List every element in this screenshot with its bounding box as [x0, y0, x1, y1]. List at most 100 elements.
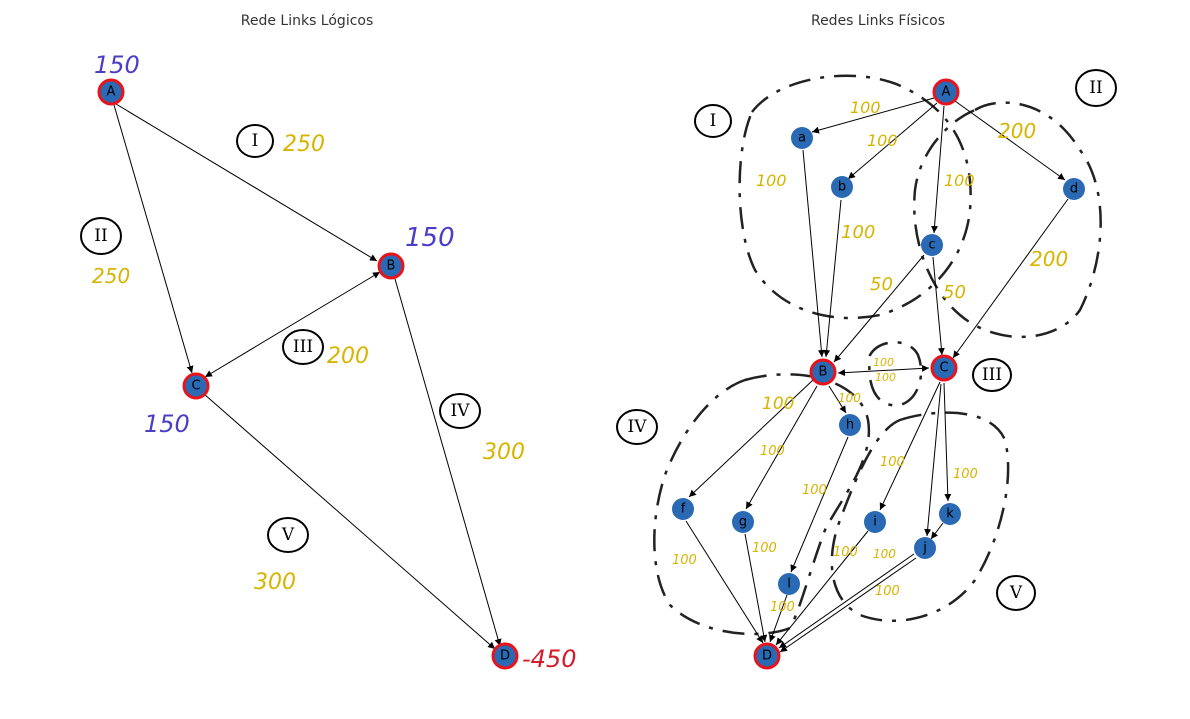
node-h-label: h [846, 418, 854, 433]
node-A-label: A [942, 85, 951, 100]
group-III-label: III [293, 337, 313, 357]
node-a: a [791, 127, 813, 149]
cap-I: 250 [283, 132, 325, 157]
cap-c-C: 50 [943, 282, 966, 303]
group-IV-label: IV [628, 417, 648, 437]
cap-j-D: 100 [875, 584, 900, 599]
edge-c-B [833, 254, 925, 363]
cap-B-h: 100 [838, 391, 861, 405]
node-k: k [939, 503, 961, 525]
edge-l-D [769, 594, 788, 643]
node-c-label: c [928, 238, 935, 253]
node-d-label: d [1070, 182, 1078, 197]
group-II-label: II [94, 226, 107, 246]
edge-g-D [744, 533, 768, 643]
cap-B-g: 100 [760, 444, 785, 459]
node-j: j [914, 537, 936, 559]
edge-k-j [930, 522, 944, 540]
node-d: d [1063, 178, 1085, 200]
node-i: i [864, 511, 886, 533]
cap-g-D: 100 [752, 541, 777, 556]
edge-b-B [823, 199, 842, 358]
cap-B-C-top: 100 [873, 356, 894, 369]
edge-B-f [688, 379, 814, 498]
node-D-label: D [762, 649, 772, 664]
supply-C: 150 [144, 410, 190, 438]
cap-B-C-bot: 100 [875, 371, 896, 384]
edge-C-B [204, 271, 381, 378]
cap-B-f: 100 [762, 394, 794, 414]
cap-III: 200 [327, 344, 369, 369]
cap-II: 250 [92, 264, 130, 288]
node-h: h [839, 414, 861, 436]
group-III-label: III [982, 365, 1002, 385]
node-A: A [932, 78, 960, 106]
group-V-label: V [1009, 583, 1023, 603]
node-i-label: i [873, 515, 877, 530]
edge-A-c [931, 105, 945, 234]
cap-IV: 300 [483, 440, 525, 465]
node-c: c [921, 234, 943, 256]
left-title: Rede Links Lógicos [241, 13, 374, 29]
edge-j-D [778, 553, 915, 649]
node-l: l [778, 573, 800, 595]
cap-c-B: 50 [870, 274, 893, 295]
edge-c-C [932, 256, 945, 356]
edge-B-D [394, 278, 502, 647]
cap-l-D: 100 [770, 600, 795, 615]
group-II: II 250 [80, 217, 130, 288]
cap-k-j: 100 [873, 547, 896, 561]
edge-A-a [811, 97, 935, 134]
node-A-label: A [107, 85, 116, 100]
right-title: Redes Links Físicos [811, 13, 945, 29]
region-IV [653, 373, 871, 636]
node-C: C [182, 372, 210, 400]
edge-B-C [837, 364, 930, 377]
group-V-label: V [281, 525, 295, 545]
node-g: g [732, 511, 754, 533]
cap-f-D: 100 [672, 553, 697, 568]
demand-D: -450 [522, 645, 576, 673]
edge-j-D-2 [779, 557, 917, 653]
node-a-label: a [798, 131, 806, 146]
node-B-label: B [819, 365, 828, 380]
node-f-label: f [681, 502, 686, 517]
node-D: D [753, 642, 781, 670]
group-IV: IV 300 [439, 393, 525, 465]
edge-A-b [847, 102, 938, 180]
node-b: b [831, 176, 853, 198]
edge-h-l [790, 436, 849, 573]
cap-i-D: 100 [833, 545, 858, 560]
cap-A-d: 200 [998, 119, 1036, 143]
cap-C-k: 100 [953, 467, 978, 482]
cap-A-b: 100 [867, 131, 898, 150]
edge-d-C [952, 198, 1069, 359]
node-B: B [809, 358, 837, 386]
group-IV-label: IV [451, 401, 471, 421]
node-A: A [97, 78, 125, 106]
cap-A-c: 100 [944, 171, 975, 190]
edge-i-D [775, 530, 869, 646]
cap-d-C: 200 [1030, 247, 1068, 271]
node-f: f [672, 498, 694, 520]
group-IV: IV [616, 409, 658, 445]
edge-C-D [203, 393, 496, 650]
region-I [738, 74, 972, 320]
edge-A-B [115, 103, 378, 262]
group-I-label: I [252, 131, 259, 151]
region-II [913, 101, 1102, 339]
cap-h-l: 100 [802, 483, 827, 498]
group-I: I 250 [236, 124, 325, 158]
group-III: III 200 [282, 329, 369, 369]
group-V: V [996, 575, 1036, 611]
node-k-label: k [946, 507, 954, 522]
edge-C-k [943, 382, 952, 502]
node-j-label: j [922, 541, 927, 556]
node-D-label: D [500, 649, 510, 664]
group-I-label: I [710, 111, 717, 131]
edge-a-B [802, 149, 825, 358]
group-I: I [694, 104, 732, 138]
group-II: II [1075, 69, 1117, 107]
left-panel: Rede Links Lógicos A B C D 150 150 150 -… [80, 13, 576, 673]
supply-B: 150 [405, 223, 455, 253]
